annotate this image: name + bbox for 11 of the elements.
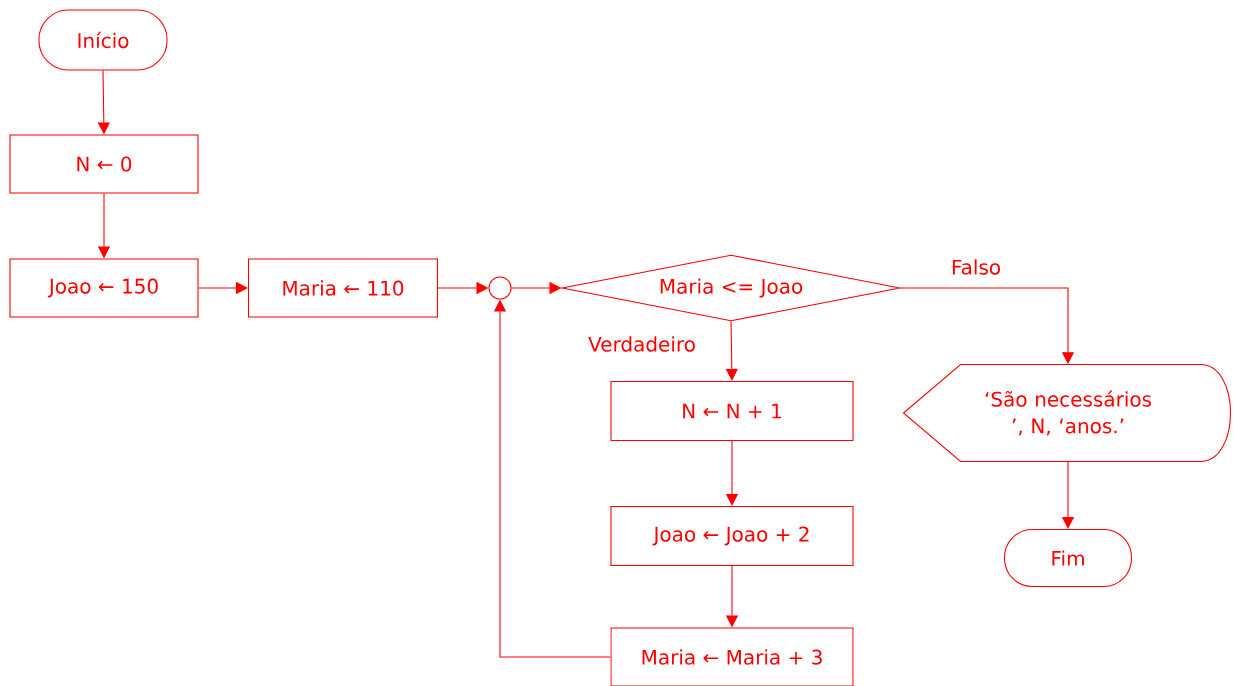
process-box: Joao ← 150 — [9, 258, 199, 318]
terminal-box: Fim — [1003, 528, 1133, 588]
process-box: Maria ← Maria + 3 — [610, 627, 854, 686]
process-box: Maria ← 110 — [247, 258, 439, 318]
edge-label: Falso — [949, 257, 1003, 277]
edge-label: Verdadeiro — [586, 334, 698, 354]
connector-circle — [488, 276, 512, 300]
process-box: Joao ← Joao + 2 — [610, 505, 854, 567]
process-box: N ← 0 — [9, 134, 199, 194]
process-box: N ← N + 1 — [610, 380, 854, 442]
terminal-box: Início — [38, 9, 168, 71]
